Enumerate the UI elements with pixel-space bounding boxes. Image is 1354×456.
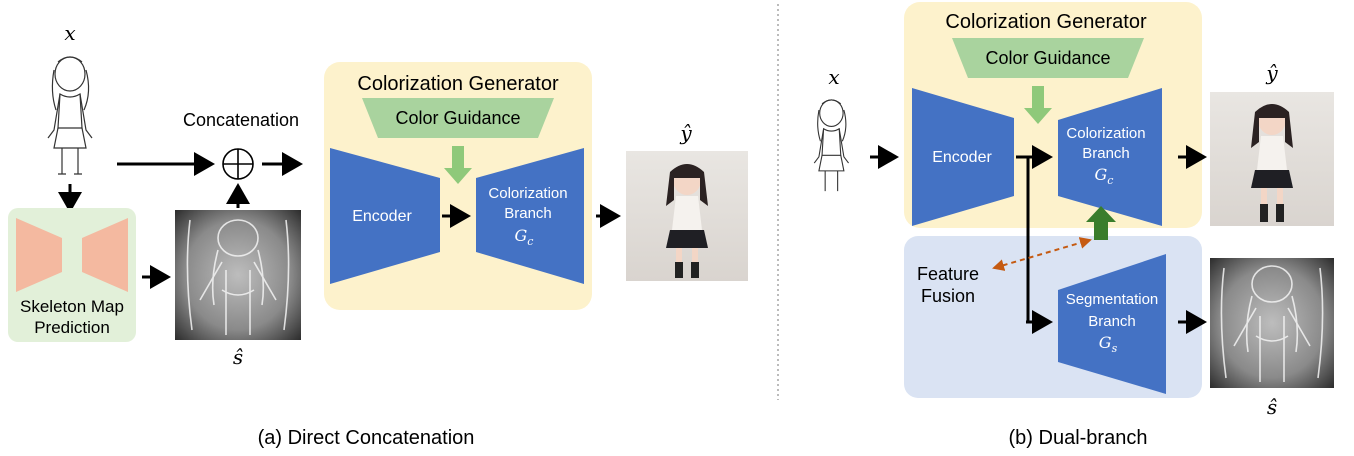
skeleton-s-hat-label-a: ŝ [233,345,243,369]
color-guidance-label-a: Color Guidance [395,108,520,128]
colorization-branch-shape-a [476,148,584,284]
colorization-branch-line2-a: Branch [504,205,552,222]
segmentation-branch-shape [1058,254,1166,394]
color-guidance-label-b: Color Guidance [985,48,1110,68]
input-x-label-b: x [828,65,839,89]
generator-title-a: Colorization Generator [357,73,559,95]
feature-fusion-line2: Fusion [921,286,975,306]
encoder-label-b: Encoder [932,149,992,166]
segmentation-branch-symbol: Gs [1099,333,1118,355]
colorization-branch-line1-a: Colorization [488,185,567,202]
skeleton-box-line1: Skeleton Map [20,297,124,316]
skeleton-box-line2: Prediction [34,318,110,337]
feature-fusion-line1: Feature [917,264,979,284]
segmentation-branch-line1: Segmentation [1066,291,1159,308]
input-sketch-image [47,56,93,175]
panel-a: x Concatenation Skeleton Map P [8,21,748,449]
caption-a: (a) Direct Concatenation [258,427,475,449]
concatenation-label: Concatenation [183,110,299,130]
generator-title-b: Colorization Generator [945,11,1147,33]
skeleton-map-image-b [1210,258,1334,388]
skeleton-map-image [175,210,301,340]
skeleton-encoder-shape [16,218,62,292]
encoder-shape-b [912,88,1014,226]
encoder-label-a: Encoder [352,208,412,225]
skeleton-decoder-shape [82,218,128,292]
feature-fusion-arrow [992,237,1092,271]
panel-b: x Colorization Generator Color Guidance … [813,2,1334,449]
colorization-branch-shape-b [1058,88,1162,226]
segmentation-branch-line2: Branch [1088,313,1136,330]
skeleton-s-hat-label-b: ŝ [1267,395,1277,419]
colorization-branch-symbol-a: Gc [515,226,534,248]
colorization-branch-symbol-b: Gc [1095,165,1114,187]
guidance-arrow-a [444,146,472,184]
guidance-arrow-b [1024,86,1052,124]
output-y-hat-label-a: ŷ [679,121,692,145]
caption-b: (b) Dual-branch [1009,427,1148,449]
input-x-label: x [64,21,75,45]
colorized-output-image-b [1210,92,1334,226]
colorized-output-image-a [626,151,748,281]
output-y-hat-label-b: ŷ [1265,61,1278,85]
encoder-shape-a [330,148,440,284]
colorization-branch-line2-b: Branch [1082,145,1130,162]
color-guidance-shape-a [362,98,554,138]
input-sketch-image-b [813,99,849,192]
fusion-up-arrow [1086,206,1116,240]
color-guidance-shape-b [952,38,1144,78]
colorization-branch-line1-b: Colorization [1066,125,1145,142]
